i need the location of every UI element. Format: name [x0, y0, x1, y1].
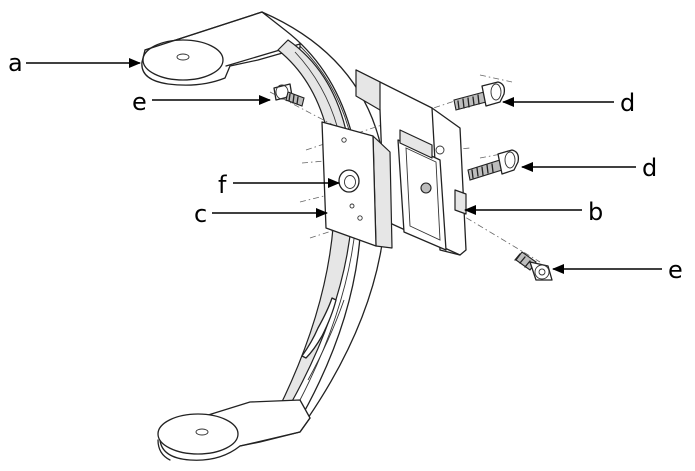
callout-labels: a e f c d d b e [8, 49, 683, 284]
leader-lines [26, 58, 662, 274]
callout-e-left: e [132, 88, 147, 116]
screw-e-left [273, 83, 305, 107]
part-f-center-hole [338, 169, 360, 193]
part-b-mount-block [355, 69, 467, 256]
callout-c: c [194, 200, 207, 228]
screw-e-right [514, 251, 553, 281]
screw-d-middle [467, 149, 520, 181]
callout-d-top: d [620, 89, 635, 117]
callout-f: f [218, 171, 227, 199]
callout-d-middle: d [642, 154, 657, 182]
callout-b: b [588, 198, 603, 226]
callout-a: a [8, 49, 23, 77]
screw-d-top [453, 81, 506, 111]
callout-e-right: e [668, 256, 683, 284]
